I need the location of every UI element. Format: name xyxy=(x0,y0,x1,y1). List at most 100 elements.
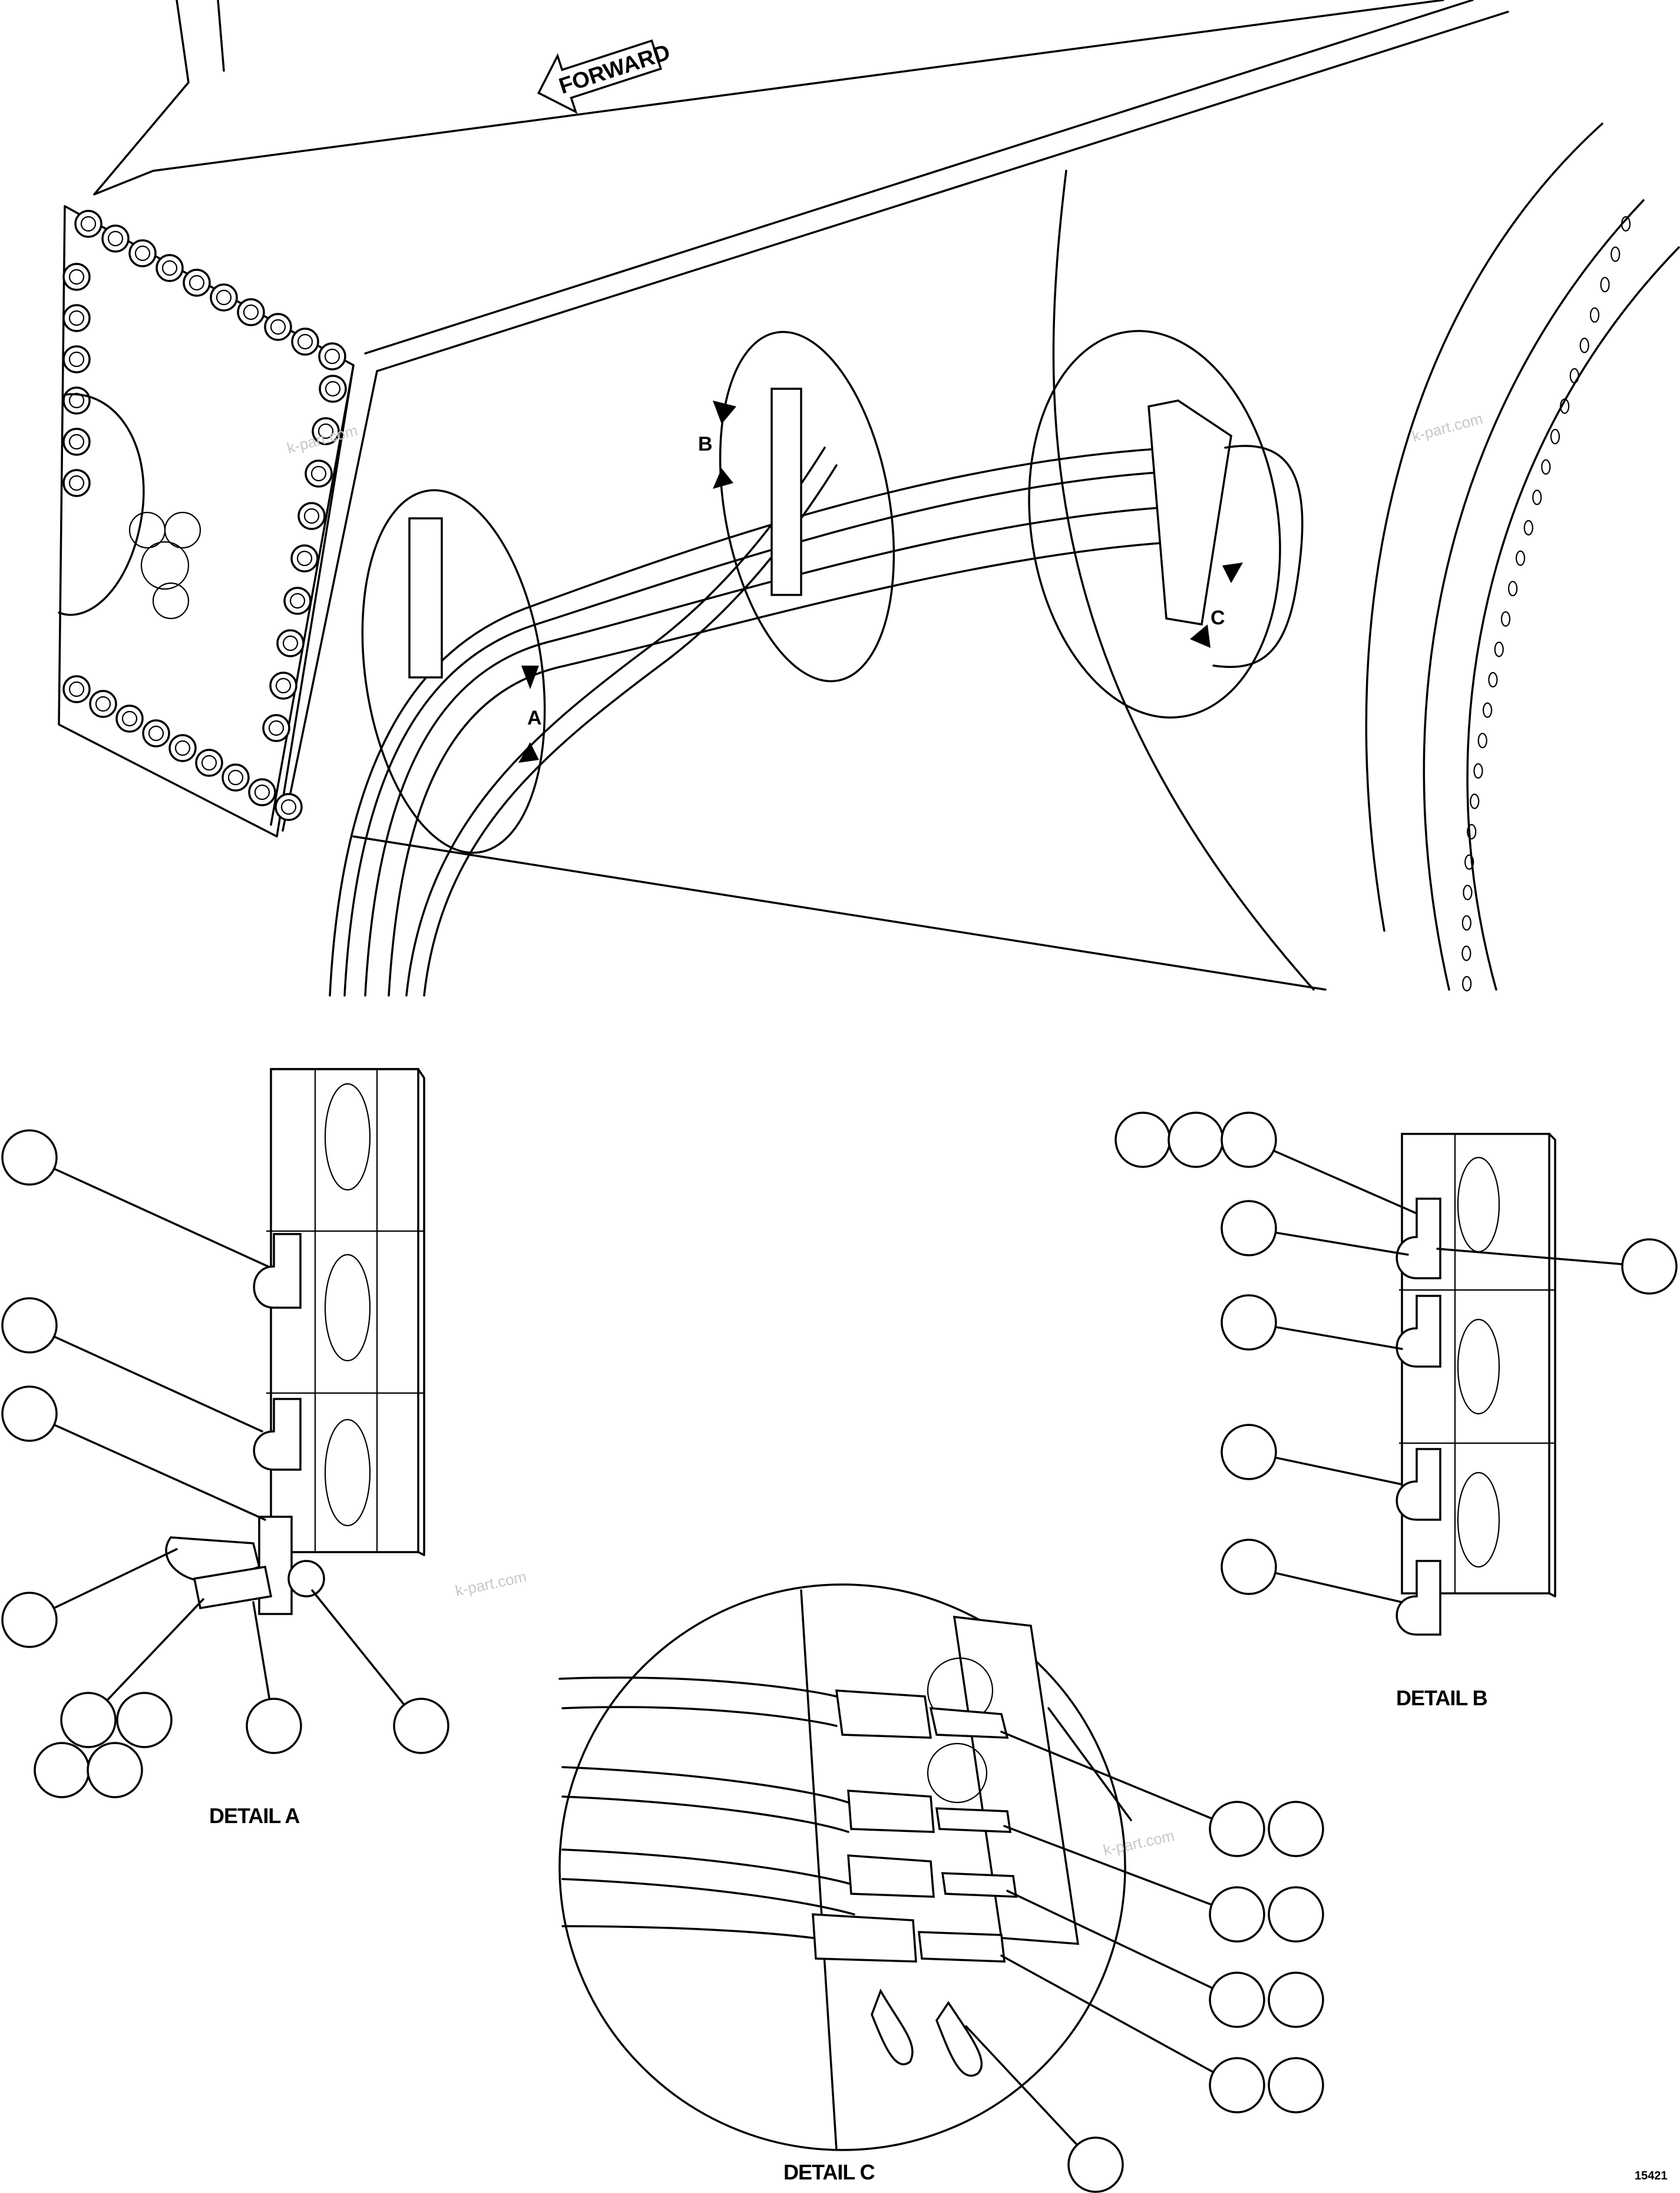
overview-assembly: FORWARD A B C k-part.com k-part. xyxy=(58,0,1680,997)
callout-balloon xyxy=(1209,1886,1265,1943)
watermark: k-part.com xyxy=(1102,1827,1176,1859)
detail-c-title: DETAIL C xyxy=(783,2160,875,2184)
bolt-head xyxy=(305,459,333,488)
bolt-head xyxy=(248,778,276,806)
bolt-head xyxy=(275,793,303,821)
clamp-block-a xyxy=(408,517,443,679)
hose-ferrule xyxy=(847,1854,935,1898)
detail-b: DETAIL B xyxy=(1115,1112,1678,1710)
callout-balloon xyxy=(60,1692,117,1748)
p-clamp xyxy=(253,1398,302,1471)
callout-balloon xyxy=(393,1698,449,1754)
loop-clamp xyxy=(871,1988,914,2066)
detail-b-callouts xyxy=(1115,1112,1678,1603)
bolt-head xyxy=(115,704,144,733)
bolt-head xyxy=(269,672,297,700)
p-clamp xyxy=(1395,1295,1441,1368)
callout-balloon xyxy=(1221,1294,1277,1351)
callout-balloon xyxy=(1,1129,58,1186)
bolt-head xyxy=(319,375,347,403)
bolt-head xyxy=(291,328,319,356)
bolt-head xyxy=(62,428,91,456)
callout-balloon xyxy=(1,1385,58,1442)
hose-ferrule xyxy=(835,1689,932,1739)
detail-b-title: DETAIL B xyxy=(1396,1686,1487,1710)
p-clamp xyxy=(253,1233,302,1309)
bolt xyxy=(193,1565,273,1610)
figure-number: 15421 xyxy=(1635,2169,1668,2182)
callout-balloon xyxy=(87,1742,143,1798)
bolt-head xyxy=(62,469,91,497)
bolt-head xyxy=(74,210,102,238)
callout-balloon xyxy=(1221,1424,1277,1480)
view-label-c: C xyxy=(1211,607,1225,629)
bolt-head xyxy=(128,239,157,267)
callout-balloon xyxy=(1221,1112,1277,1168)
callout-balloon xyxy=(1209,1801,1265,1857)
p-clamp xyxy=(1395,1448,1441,1521)
bolt-head xyxy=(290,544,319,573)
loop-clamp xyxy=(935,2000,983,2077)
bolt-head xyxy=(312,417,340,445)
bolt-head xyxy=(89,690,117,718)
flange-bolts xyxy=(62,210,347,821)
hose-ferrule xyxy=(847,1790,935,1833)
callout-balloon xyxy=(1,1592,58,1648)
clamp-block-b xyxy=(770,388,802,596)
hose-ferrule xyxy=(812,1913,917,1963)
p-clamp xyxy=(1395,1560,1441,1636)
bolt-head xyxy=(156,254,184,282)
view-label-b: B xyxy=(698,433,713,455)
callout-balloon xyxy=(1,1297,58,1354)
callout-balloon xyxy=(1115,1112,1171,1168)
bolt-head xyxy=(62,263,91,291)
bolt-head xyxy=(264,313,292,341)
detail-b-callout-circle xyxy=(719,330,895,683)
callout-balloon xyxy=(1209,1972,1265,2028)
detail-c: DETAIL C k-part.com xyxy=(558,1583,1324,2193)
callout-balloon xyxy=(34,1742,90,1798)
bolt-head xyxy=(297,502,326,530)
bolt-head xyxy=(142,719,170,747)
bolt-head xyxy=(62,345,91,373)
watermark: k-part.com xyxy=(454,1567,528,1600)
callout-balloon xyxy=(116,1692,173,1748)
detail-a-title: DETAIL A xyxy=(209,1804,300,1828)
bolt-head xyxy=(195,749,223,777)
bolt-head xyxy=(62,304,91,332)
bolt-head xyxy=(101,224,130,253)
callout-balloon xyxy=(1268,2057,1324,2113)
bolt-head xyxy=(210,283,238,312)
bolt-head xyxy=(168,734,197,762)
watermark: k-part.com xyxy=(1410,409,1484,445)
bolt-head xyxy=(62,386,91,415)
bolt-head xyxy=(221,763,250,792)
bolt-head xyxy=(62,675,91,703)
bolt-head xyxy=(237,298,265,326)
hose-bundle xyxy=(329,446,1179,997)
callout-balloon xyxy=(1221,1200,1277,1256)
bolt-head xyxy=(262,714,290,742)
callout-balloon xyxy=(1067,2136,1124,2193)
callout-balloon xyxy=(1168,1112,1224,1168)
view-label-a: A xyxy=(527,707,542,729)
detail-c-callouts xyxy=(965,1731,1324,2193)
bolt-head xyxy=(318,342,346,371)
forward-arrow: FORWARD xyxy=(537,39,673,114)
detail-c-callout-circle xyxy=(1028,330,1281,719)
detail-a: DETAIL A k-part.com xyxy=(1,1068,528,1828)
bracket xyxy=(258,1516,293,1615)
callout-balloon xyxy=(1268,1972,1324,2028)
callout-balloon xyxy=(1268,1801,1324,1857)
detail-a-callout-circle xyxy=(361,489,546,854)
callout-balloon xyxy=(246,1698,302,1754)
slew-ring-holes xyxy=(1461,216,1631,992)
detail-a-callouts xyxy=(1,1129,449,1798)
callout-balloon xyxy=(1268,1886,1324,1943)
callout-balloon xyxy=(1621,1238,1678,1295)
bolt-head xyxy=(183,269,211,297)
bulkhead-plate-c xyxy=(1147,399,1232,626)
callout-balloon xyxy=(1221,1539,1277,1595)
callout-balloon xyxy=(1209,2057,1265,2113)
